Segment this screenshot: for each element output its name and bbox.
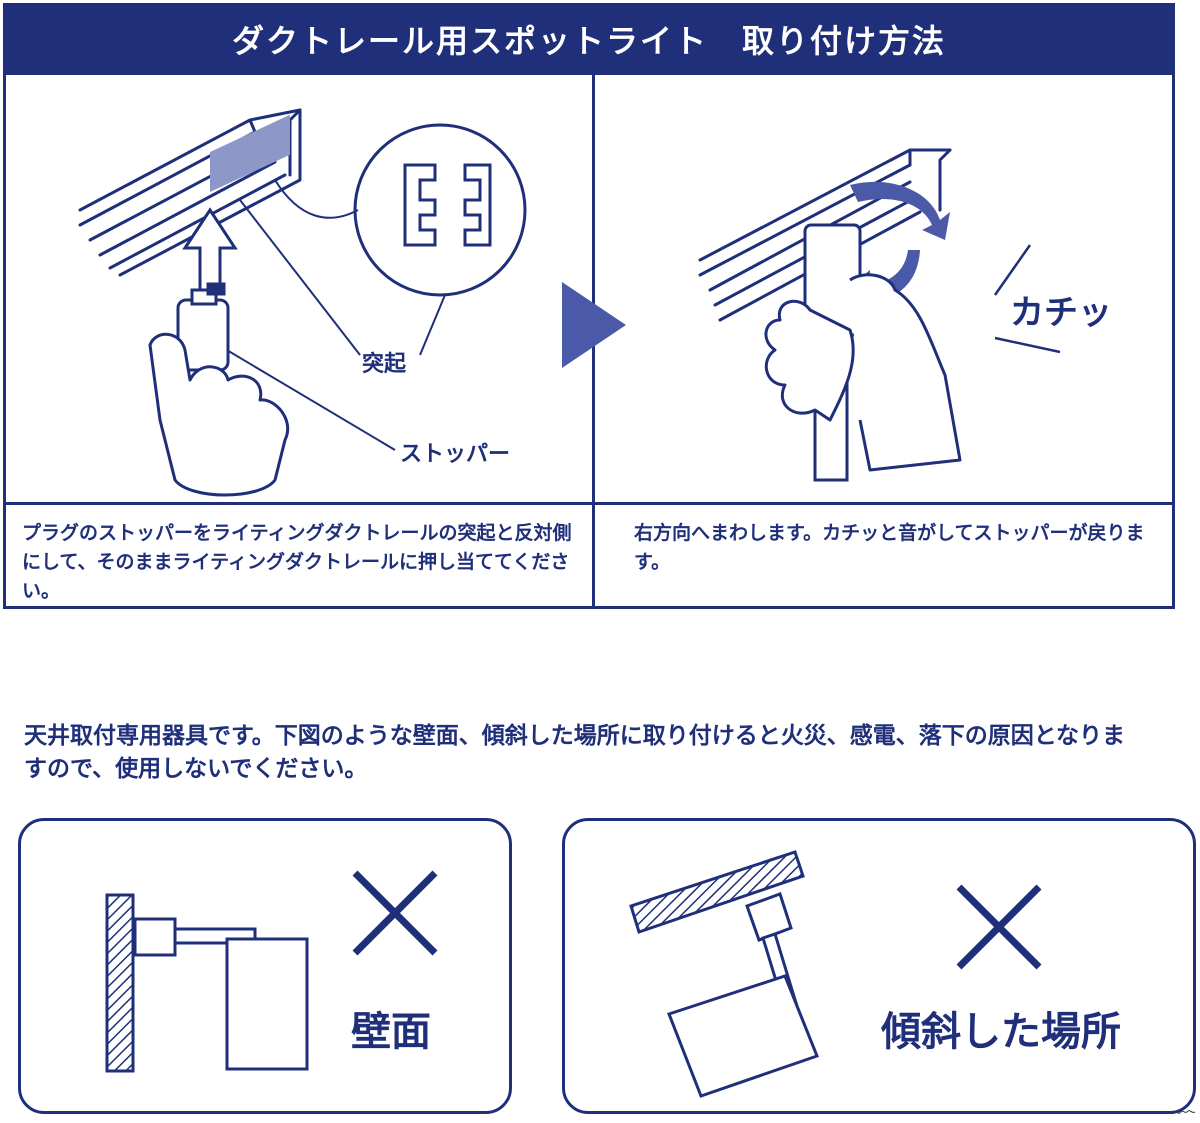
cross-icon xyxy=(352,870,438,956)
caption-divider xyxy=(3,502,1175,505)
slope-mount-illustration xyxy=(629,850,819,1098)
zoom-circle xyxy=(353,123,527,297)
click-sound-lines xyxy=(993,244,1061,354)
prohibited-wall-label: 壁面 xyxy=(351,1009,431,1055)
prohibited-wall-box: 壁面 xyxy=(18,818,512,1114)
rotate-arrow-icon xyxy=(850,181,950,240)
signature-mark xyxy=(1172,1110,1196,1115)
page-header: ダクトレール用スポットライト 取り付け方法 xyxy=(3,3,1175,75)
step1-illustration xyxy=(78,108,527,497)
warning-text: 天井取付専用器具です。下図のような壁面、傾斜した場所に取り付けると火災、感電、落… xyxy=(24,723,1126,782)
plug-icon xyxy=(176,282,230,372)
stopper-label: ストッパー xyxy=(400,442,511,467)
rail-profile-icon xyxy=(403,163,492,247)
step2-caption: 右方向へまわします。カチッと音がしてストッパーが戻ります。 xyxy=(634,522,1145,573)
up-arrow-icon xyxy=(182,207,238,292)
wall-mount-illustration xyxy=(105,893,309,1073)
step1-caption: プラグのストッパーをライティングダクトレールの突起と反対側にして、そのままライテ… xyxy=(22,522,572,602)
prohibited-slope-label: 傾斜した場所 xyxy=(881,1009,1121,1055)
hand-icon xyxy=(148,332,290,497)
next-step-arrow-icon xyxy=(562,282,626,368)
cross-icon xyxy=(956,884,1042,970)
click-sound-label: カチッ xyxy=(1010,293,1112,333)
step2-illustration xyxy=(698,148,962,482)
hand-icon xyxy=(764,273,962,472)
protrusion-highlight xyxy=(210,114,290,193)
page-title: ダクトレール用スポットライト 取り付け方法 xyxy=(231,22,946,60)
protrusion-label: 突起 xyxy=(362,352,407,377)
prohibited-slope-box: 傾斜した場所 xyxy=(562,818,1196,1114)
